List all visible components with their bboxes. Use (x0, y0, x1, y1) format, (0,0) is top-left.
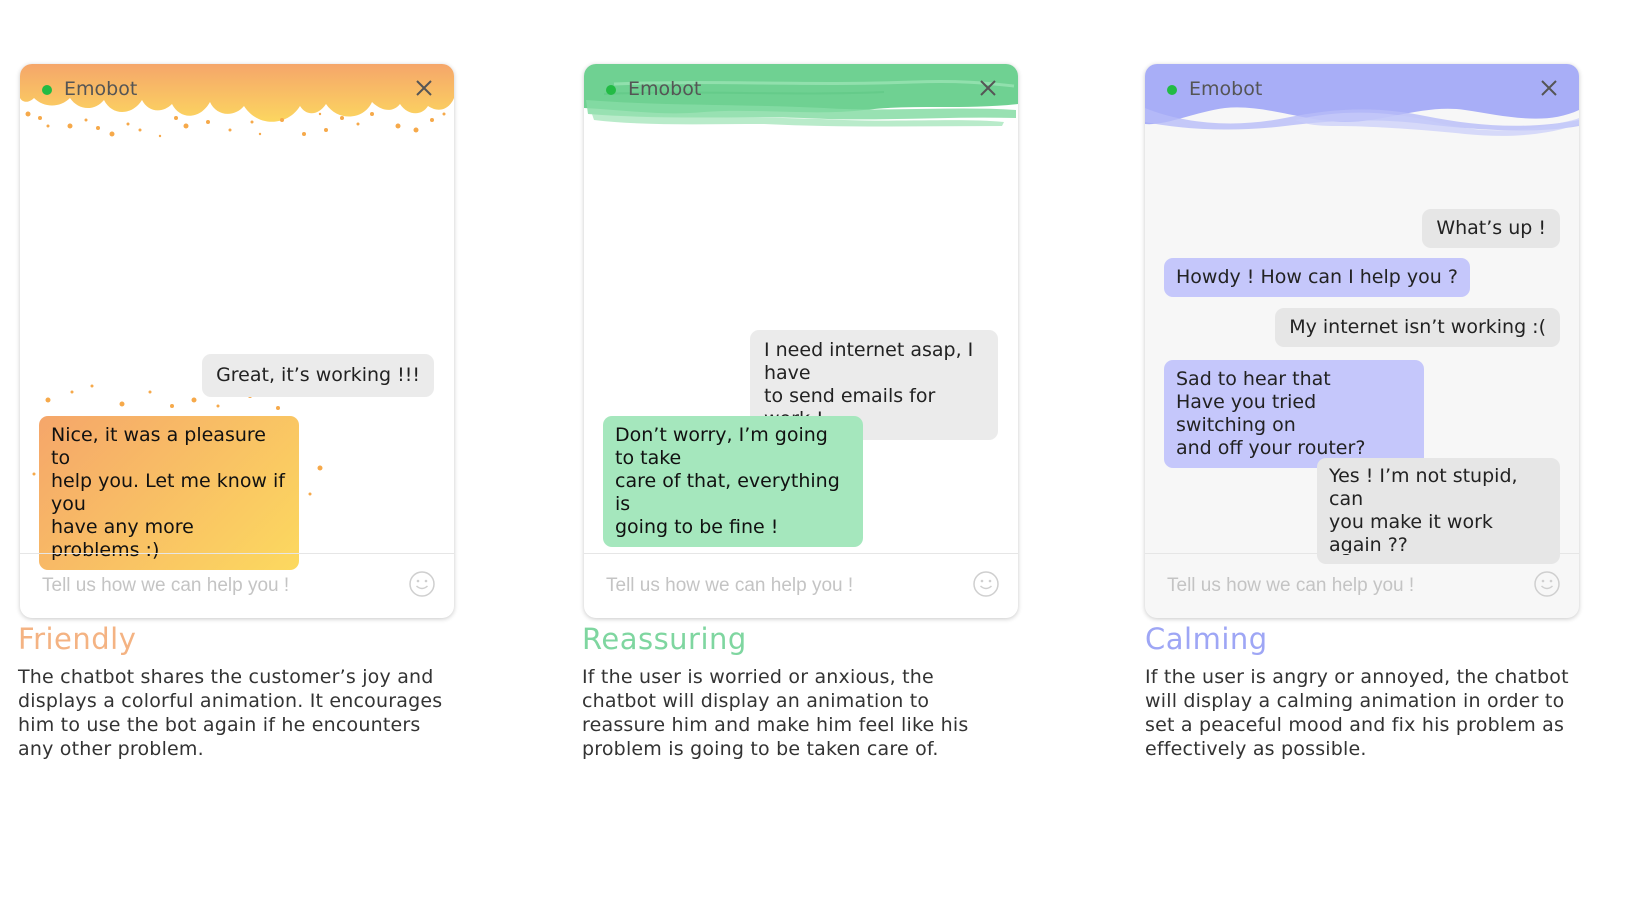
message-input[interactable] (604, 570, 938, 602)
section-description-friendly: The chatbot shares the customer’s joy an… (18, 665, 448, 761)
chat-header-calming: Emobot (1145, 64, 1579, 204)
description-line: him to use the bot again if he encounter… (18, 714, 421, 736)
chat-widget-reassuring: Emobot I need internet asap, I have to s… (584, 64, 1018, 618)
bot-message: Nice, it was a pleasure to help you. Let… (39, 416, 299, 570)
section-title-calming: Calming (1145, 622, 1268, 656)
message-line: going to be fine ! (615, 516, 779, 538)
message-line: Yes ! I’m not stupid, can (1329, 465, 1518, 510)
message-line: you make it work again ?? (1329, 511, 1493, 556)
bot-name: Emobot (64, 78, 138, 100)
message-composer (584, 553, 1018, 618)
message-composer (20, 553, 454, 618)
close-icon[interactable] (1537, 76, 1561, 100)
description-line: If the user is worried or anxious, the (582, 666, 934, 688)
user-message: I need internet asap, I have to send ema… (750, 330, 998, 440)
bot-message: Sad to hear that Have you tried switchin… (1164, 360, 1424, 468)
section-title-friendly: Friendly (18, 622, 137, 656)
wave-animation (1145, 64, 1579, 136)
user-message: What’s up ! (1422, 209, 1560, 248)
message-line: care of that, everything is (615, 470, 840, 515)
bot-message: Don’t worry, I’m going to take care of t… (603, 416, 863, 547)
bot-name: Emobot (1189, 78, 1263, 100)
message-line: Don’t worry, I’m going to take (615, 424, 828, 469)
message-line: and off your router? (1176, 437, 1366, 459)
description-line: will display a calming animation in orde… (1145, 690, 1565, 712)
message-input[interactable] (40, 570, 374, 602)
message-line: help you. Let me know if you (51, 470, 285, 515)
message-text: My internet isn’t working :( (1289, 316, 1546, 338)
chat-widget-friendly: Emobot Great, it’s working !!! Nice, it … (20, 64, 454, 618)
message-input[interactable] (1165, 570, 1499, 602)
brush-stroke-animation (584, 64, 1018, 127)
message-line: Nice, it was a pleasure to (51, 424, 266, 469)
close-icon[interactable] (976, 76, 1000, 100)
description-line: effectively as possible. (1145, 738, 1367, 760)
description-line: problem is going to be taken care of. (582, 738, 939, 760)
section-title-reassuring: Reassuring (582, 622, 747, 656)
chat-header-reassuring: Emobot (584, 64, 1018, 204)
bot-message: Howdy ! How can I help you ? (1164, 258, 1470, 297)
bot-name: Emobot (628, 78, 702, 100)
message-text: Great, it’s working !!! (216, 364, 420, 386)
description-line: set a peaceful mood and fix his problem … (1145, 714, 1565, 736)
description-line: reassure him and make him feel like his (582, 714, 969, 736)
user-message: My internet isn’t working :( (1275, 308, 1560, 347)
online-dot-icon (606, 85, 616, 95)
description-line: any other problem. (18, 738, 204, 760)
cloud-animation (20, 64, 454, 138)
message-line: Sad to hear that (1176, 368, 1331, 390)
chat-header-friendly: Emobot (20, 64, 454, 204)
message-line: have any more problems :) (51, 516, 194, 561)
online-dot-icon (42, 85, 52, 95)
description-line: If the user is angry or annoyed, the cha… (1145, 666, 1569, 688)
user-message: Great, it’s working !!! (202, 354, 434, 397)
message-text: What’s up ! (1436, 217, 1546, 239)
chat-widget-calming: Emobot What’s up ! Howdy ! How can I hel… (1145, 64, 1579, 618)
message-line: Have you tried switching on (1176, 391, 1317, 436)
message-text: Howdy ! How can I help you ? (1176, 266, 1458, 288)
description-line: displays a colorful animation. It encour… (18, 690, 443, 712)
section-description-reassuring: If the user is worried or anxious, the c… (582, 665, 1012, 761)
smiley-icon[interactable] (972, 570, 1000, 598)
smiley-icon[interactable] (408, 570, 436, 598)
message-composer (1145, 553, 1579, 618)
close-icon[interactable] (412, 76, 436, 100)
description-line: chatbot will display an animation to (582, 690, 930, 712)
section-description-calming: If the user is angry or annoyed, the cha… (1145, 665, 1575, 761)
user-message: Yes ! I’m not stupid, can you make it wo… (1317, 458, 1560, 564)
online-dot-icon (1167, 85, 1177, 95)
smiley-icon[interactable] (1533, 570, 1561, 598)
message-line: I need internet asap, I have (764, 339, 974, 384)
description-line: The chatbot shares the customer’s joy an… (18, 666, 434, 688)
